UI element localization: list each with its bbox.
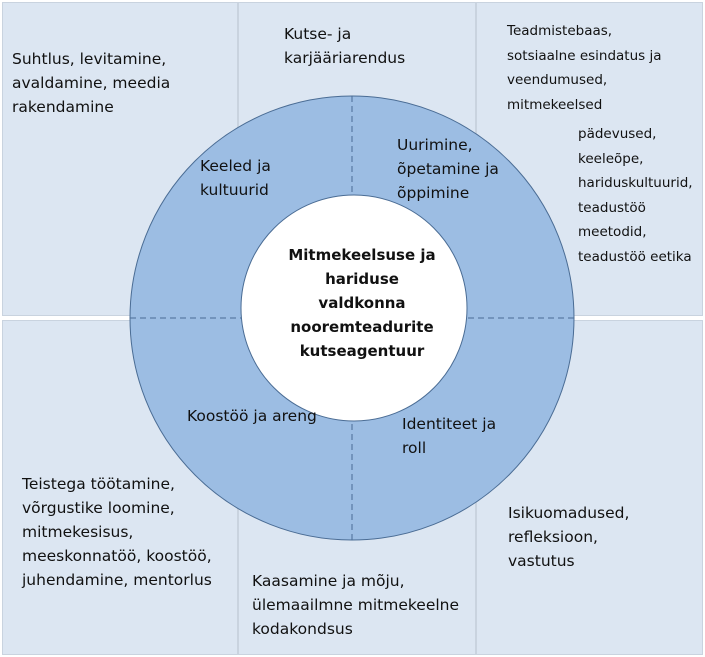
sector-label-bottom-right: Identiteet ja roll <box>402 415 497 457</box>
cell-text-top-right-a: Teadmistebaas, sotsiaalne esindatus ja v… <box>507 23 662 113</box>
cell-text-bottom-left: Teistega töötamine, võrgustike loomine, … <box>22 475 212 589</box>
center-label: Mitmekeelsuse ja hariduse valdkonna noor… <box>288 246 436 360</box>
sector-label-top-right: Uurimine, õpetamine ja õppimine <box>397 136 499 202</box>
center-circle <box>240 194 468 422</box>
cell-text-top-right-b: pädevused, keeleõpe, hariduskultuurid, t… <box>578 126 693 265</box>
sector-label-top-left: Keeled ja kultuurid <box>200 157 271 199</box>
cell-text-top-middle: Kutse- ja karjääriarendus <box>284 25 406 67</box>
cell-text-bottom-right: Isikuomadused, refleksioon, vastutus <box>508 504 630 570</box>
cell-text-bottom-middle: Kaasamine ja mõju, ülemaailmne mitmekeel… <box>252 572 460 638</box>
cell-text-top-left: Suhtlus, levitamine, avaldamine, meedia … <box>12 50 171 116</box>
sector-label-bottom-left: Koostöö ja areng <box>187 407 317 425</box>
